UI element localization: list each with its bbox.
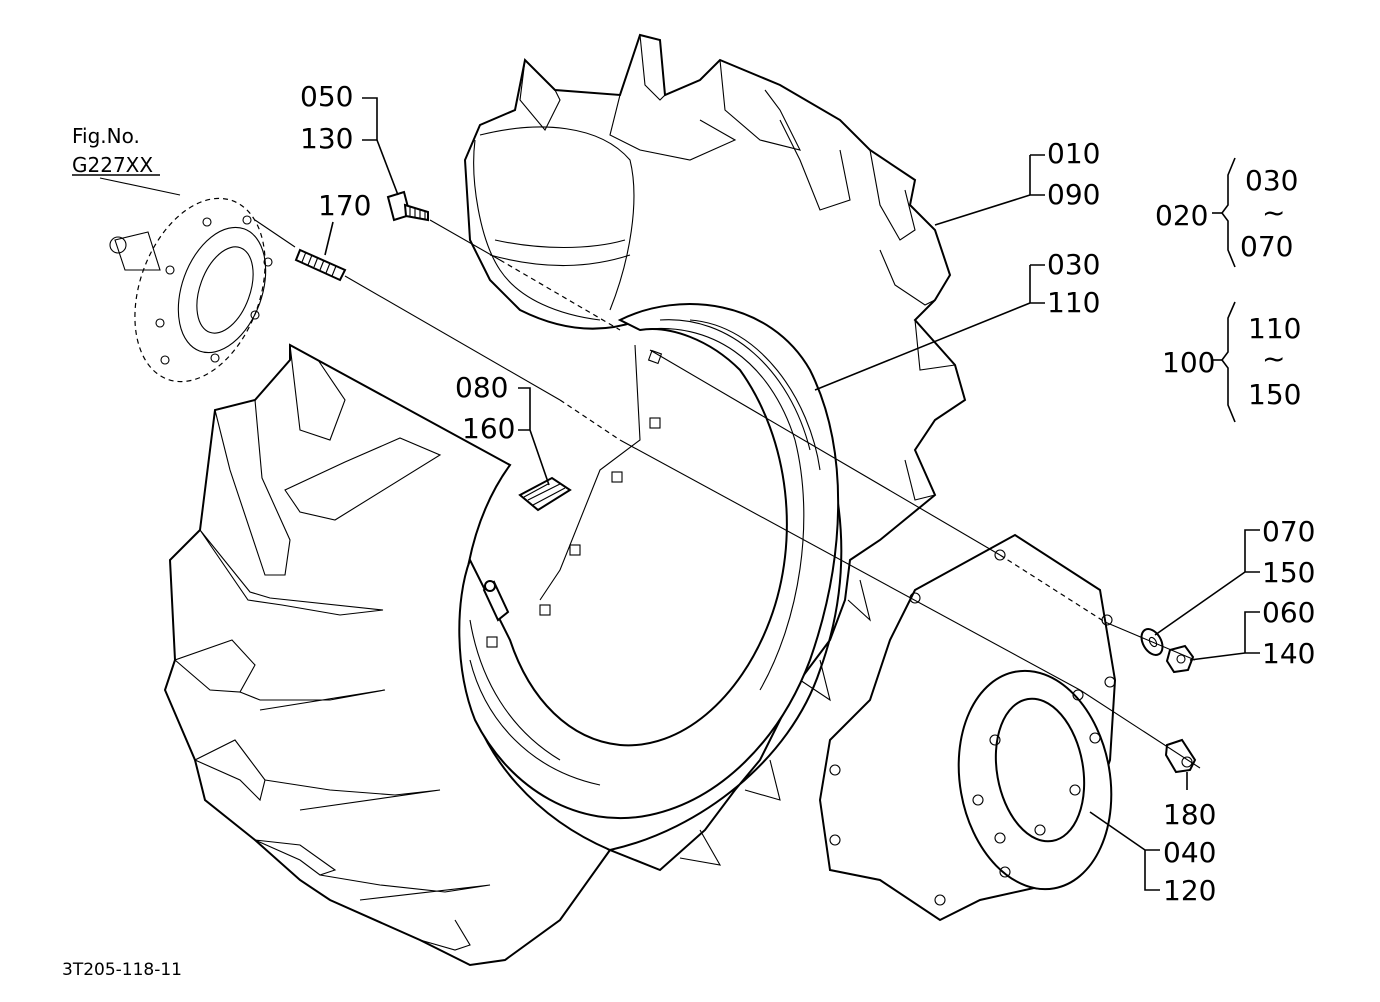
- callout-110: 110: [1047, 286, 1100, 319]
- hub-disc-icon: [818, 533, 1117, 922]
- group-020-tilde: ~: [1262, 196, 1285, 229]
- bolt-icon: [386, 190, 429, 222]
- callout-080: 080: [455, 371, 508, 404]
- callout-150: 150: [1262, 556, 1315, 589]
- nut-icon: [1164, 738, 1197, 774]
- callout-060: 060: [1262, 596, 1315, 629]
- callout-070: 070: [1262, 515, 1315, 548]
- callout-130: 130: [300, 122, 353, 155]
- callout-180: 180: [1163, 798, 1216, 831]
- callout-labels: 050 130 170 010 090 030 110 080 160 070 …: [62, 80, 1315, 980]
- drawing-code: 3T205-118-11: [62, 960, 182, 980]
- group-100-id: 100: [1162, 346, 1215, 379]
- axle-flange-icon: [109, 197, 273, 383]
- callout-040: 040: [1163, 836, 1216, 869]
- callout-120: 120: [1163, 874, 1216, 907]
- callout-050: 050: [300, 80, 353, 113]
- callout-160: 160: [462, 412, 515, 445]
- valve-icon: [482, 580, 510, 622]
- assembly-lines: [99, 177, 1201, 769]
- callout-140: 140: [1262, 637, 1315, 670]
- group-020-id: 020: [1155, 199, 1208, 232]
- fig-number: G227XX: [72, 153, 153, 177]
- group-100-to: 150: [1248, 378, 1301, 411]
- tire-icon: [163, 33, 967, 967]
- fig-label: Fig.No.: [72, 124, 140, 148]
- callout-170: 170: [318, 189, 371, 222]
- group-100-from: 110: [1248, 312, 1301, 345]
- nut-icon: [1165, 644, 1195, 674]
- callout-090: 090: [1047, 178, 1100, 211]
- callout-030: 030: [1047, 248, 1100, 281]
- callout-010: 010: [1047, 137, 1100, 170]
- leader-lines: [72, 97, 1260, 891]
- balance-weight-icon: [518, 476, 572, 512]
- group-100-tilde: ~: [1262, 342, 1285, 375]
- group-020-from: 030: [1245, 164, 1298, 197]
- stud-icon: [294, 248, 347, 282]
- wheel-rim-icon: [458, 303, 840, 820]
- group-020-to: 070: [1240, 230, 1293, 263]
